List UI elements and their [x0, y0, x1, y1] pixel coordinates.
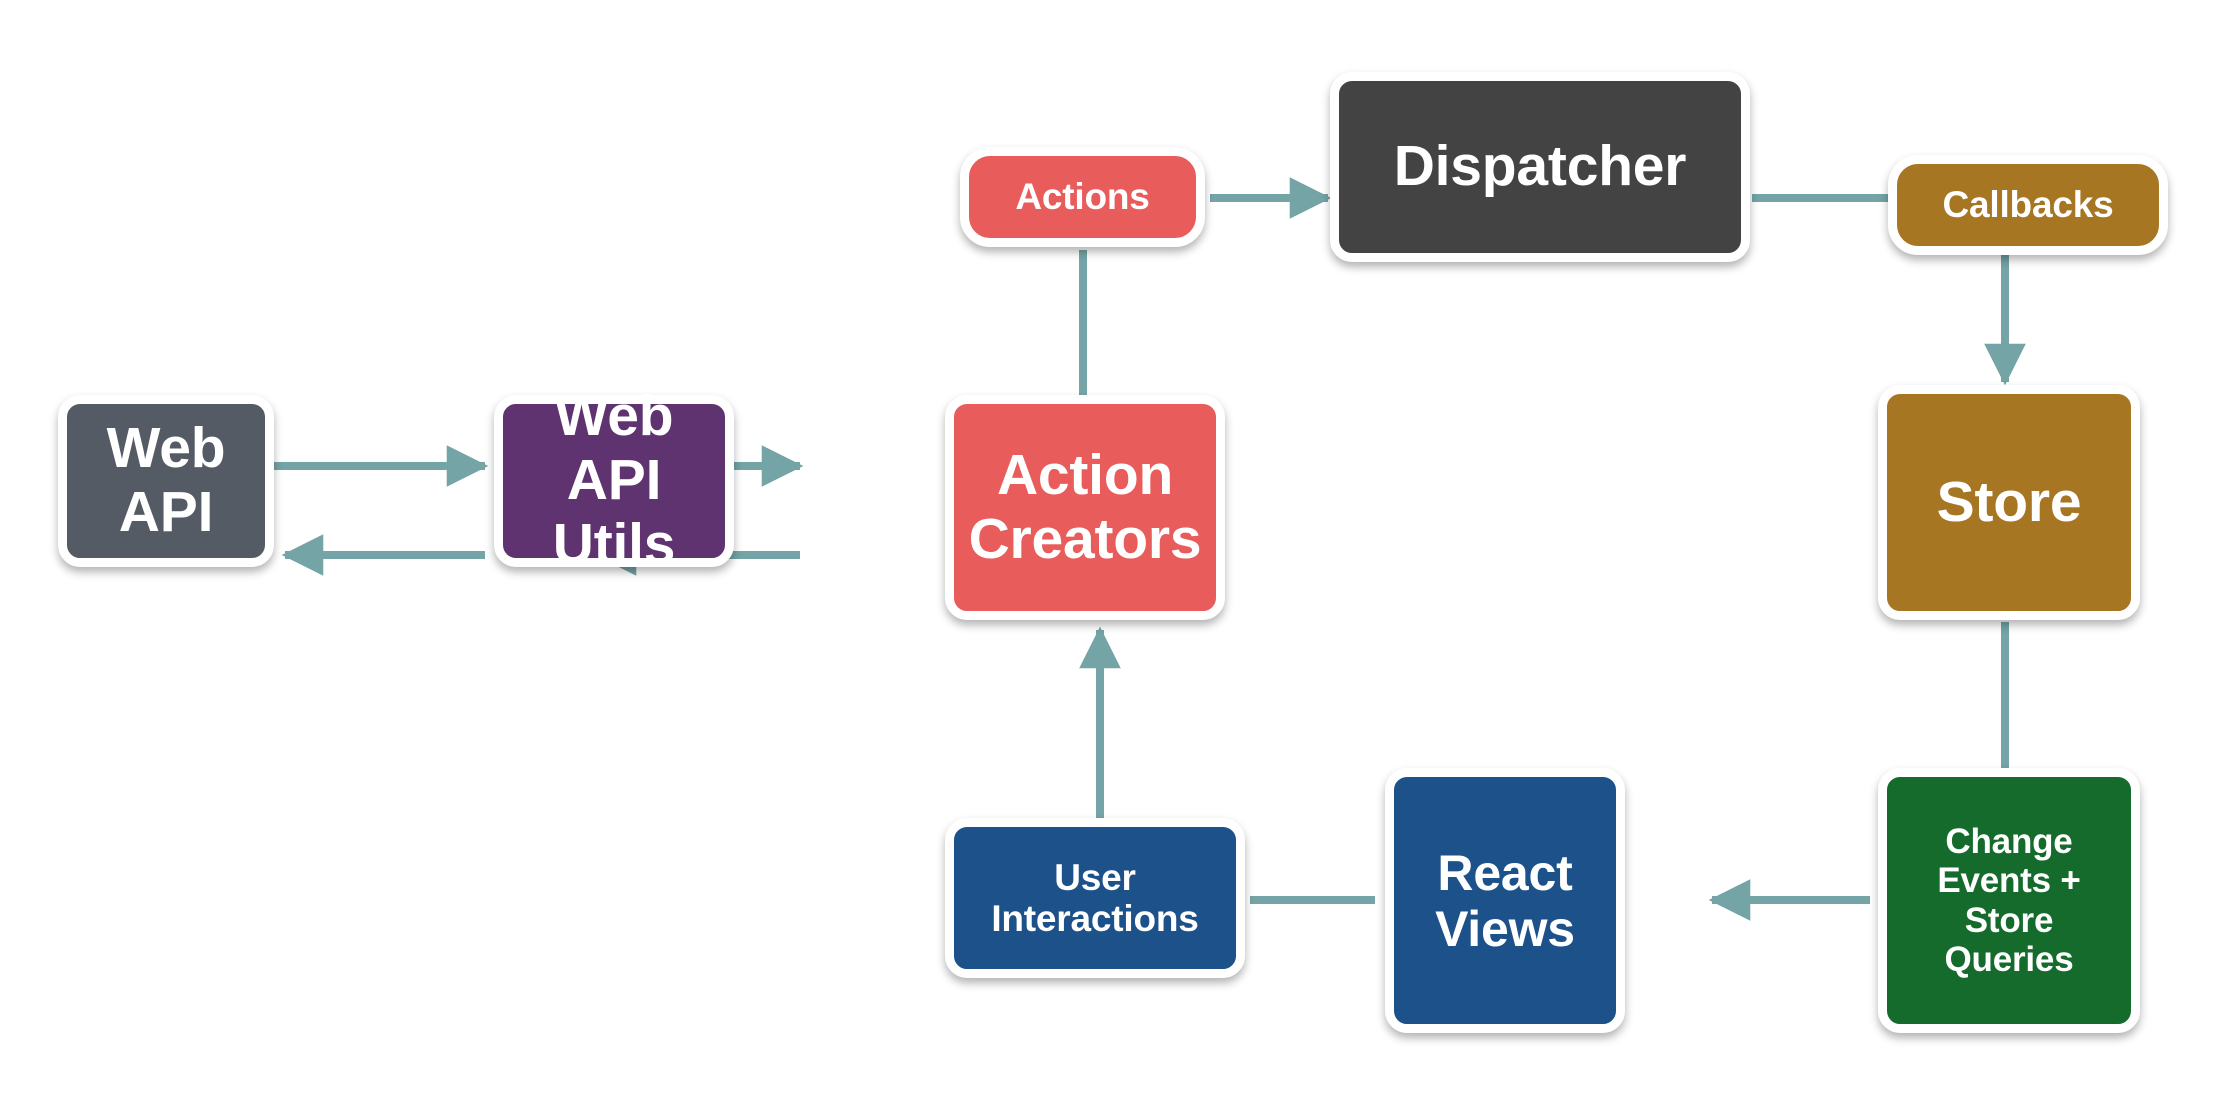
node-web-api-label: Web API — [106, 416, 226, 544]
node-user-interactions-label: User Interactions — [991, 856, 1199, 939]
node-dispatcher-label: Dispatcher — [1393, 134, 1687, 199]
node-store-label: Store — [1936, 469, 2082, 534]
node-store[interactable]: Store — [1878, 385, 2140, 620]
node-action-creators[interactable]: Action Creators — [945, 395, 1225, 620]
node-react-views-label: React Views — [1435, 844, 1575, 957]
node-actions-label: Actions — [1015, 176, 1150, 218]
node-web-api[interactable]: Web API — [58, 395, 274, 567]
node-change-events[interactable]: Change Events + Store Queries — [1878, 768, 2140, 1033]
node-web-api-utils[interactable]: Web API Utils — [494, 384, 734, 576]
node-callbacks[interactable]: Callbacks — [1888, 155, 2168, 255]
node-change-events-label: Change Events + Store Queries — [1937, 822, 2081, 979]
node-callbacks-label: Callbacks — [1942, 184, 2114, 226]
node-action-creators-label: Action Creators — [968, 442, 1202, 571]
node-web-api-utils-label: Web API Utils — [552, 384, 676, 576]
node-dispatcher[interactable]: Dispatcher — [1330, 72, 1750, 262]
node-user-interactions[interactable]: User Interactions — [945, 818, 1245, 978]
node-actions[interactable]: Actions — [960, 147, 1205, 247]
node-react-views[interactable]: React Views — [1385, 768, 1625, 1033]
